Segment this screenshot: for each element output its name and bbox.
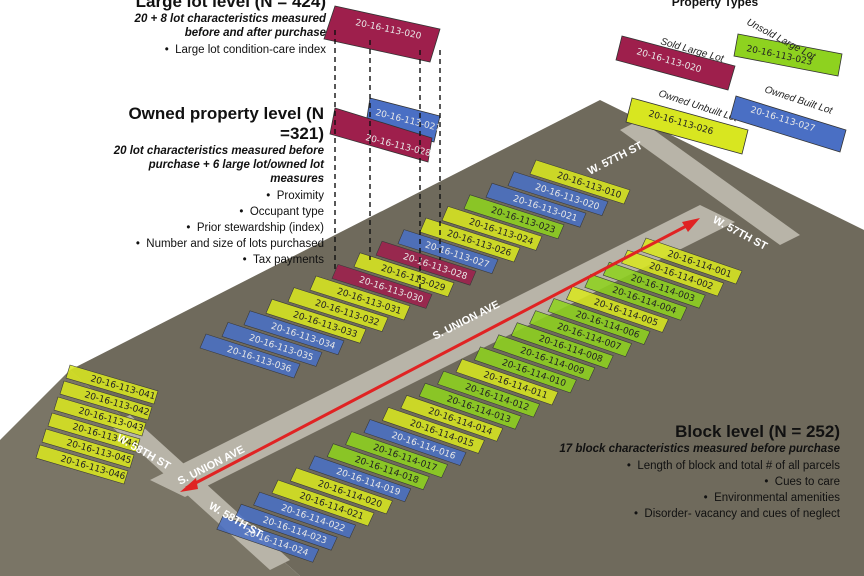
parcel-built (507, 171, 609, 216)
projection-lines (334, 30, 441, 290)
parcel-unbuilt (65, 364, 159, 405)
block-item: Environmental amenities (530, 490, 840, 506)
parcel-unsold (463, 194, 565, 240)
arrow-head-east (682, 218, 700, 232)
parcel-unbuilt (639, 237, 743, 285)
parcel-unbuilt (419, 217, 521, 263)
parcel-unsold (492, 334, 596, 382)
parcel-unbuilt (309, 275, 411, 321)
block-level-title: Block level (N = 252) (675, 422, 840, 441)
legend-built: 20-16-113-027 Owned Built Lot (729, 84, 847, 153)
parcel-unsold (418, 382, 522, 430)
owned-property-level-subtitle: 20 lot characteristics measured before p… (113, 145, 324, 185)
arrow-head-west (180, 478, 198, 492)
parcel-built (221, 322, 323, 367)
block-item: Cues to care (530, 474, 840, 490)
parcel-unbuilt (529, 159, 631, 205)
parcel-unsold (345, 431, 449, 478)
parcel-built (216, 515, 320, 563)
owned-item: Prior stewardship (index) (98, 220, 324, 236)
parcel-built (234, 503, 338, 551)
parcel-unsold (326, 443, 430, 491)
block-item: Length of block and total # of all parce… (530, 458, 840, 474)
parcel-unbuilt (265, 298, 367, 344)
large-lot-level-subtitle: 20 + 8 lot characteristics measured befo… (134, 13, 326, 39)
owned-item: Tax payments (98, 252, 324, 268)
large-lot-item: Large lot condition-care index (126, 42, 326, 58)
block-length-arrow (185, 220, 695, 490)
large-lot-layer (323, 5, 441, 63)
parcel-unbuilt (41, 428, 135, 469)
parcel-sold (375, 240, 477, 286)
parcel-unbuilt (353, 252, 455, 298)
parcel-built (485, 182, 587, 228)
large-lot-level-panel: Large lot level (N = 424) 20 + 8 lot cha… (126, 0, 326, 58)
parcel-built (243, 310, 345, 356)
parcel-unbuilt (441, 206, 543, 251)
owned-item: Number and size of lots purchased (98, 236, 324, 252)
block-item: Disorder- vacancy and cues of neglect (530, 506, 840, 522)
parcel-unbuilt (53, 396, 147, 437)
legend-unsold: 20-16-113-023 Unsold Large Lot (733, 17, 843, 77)
parcel-unsold (547, 298, 651, 345)
owned-lot-layer-built (365, 97, 441, 143)
parcel-sold (331, 264, 433, 309)
parcel-unbuilt (289, 467, 393, 515)
parcel-built (308, 455, 412, 503)
parcel-built (253, 491, 357, 539)
property-types-title: Property Types (671, 0, 759, 9)
block-level-subtitle: 17 block characteristics measured before… (559, 443, 840, 455)
parcel-built (363, 419, 467, 466)
parcel-unsold (529, 310, 633, 357)
parcel-unbuilt (287, 287, 389, 332)
owned-item: Proximity (98, 188, 324, 204)
large-lot-level-title: Large lot level (N = 424) (135, 0, 326, 11)
parcel-unbuilt (47, 412, 141, 453)
owned-property-level-title: Owned property level (N =321) (128, 104, 324, 143)
parcel-unbuilt (565, 286, 669, 333)
parcel-unbuilt (400, 394, 504, 442)
parcel-unbuilt (271, 479, 375, 527)
parcel-unsold (473, 346, 577, 394)
owned-property-level-panel: Owned property level (N =321) 20 lot cha… (98, 104, 324, 268)
parcel-built (199, 333, 301, 379)
parcel-unsold (602, 261, 706, 309)
parcel-built (397, 229, 499, 274)
w-57th-road (620, 120, 800, 245)
parcel-unsold (584, 273, 688, 321)
parcel-unbuilt (455, 358, 559, 406)
block-level-panel: Block level (N = 252) 17 block character… (530, 422, 840, 522)
owned-item: Occupant type (98, 204, 324, 220)
owned-lot-layer-sold (329, 107, 433, 163)
legend-sold: 20-16-113-020 Sold Large Lot (615, 35, 736, 91)
parcel-unbuilt (59, 380, 153, 421)
parcel-unbuilt (35, 444, 129, 485)
parcel-unsold (510, 322, 614, 370)
parcel-unbuilt (381, 407, 485, 454)
parcel-unsold (437, 370, 541, 418)
